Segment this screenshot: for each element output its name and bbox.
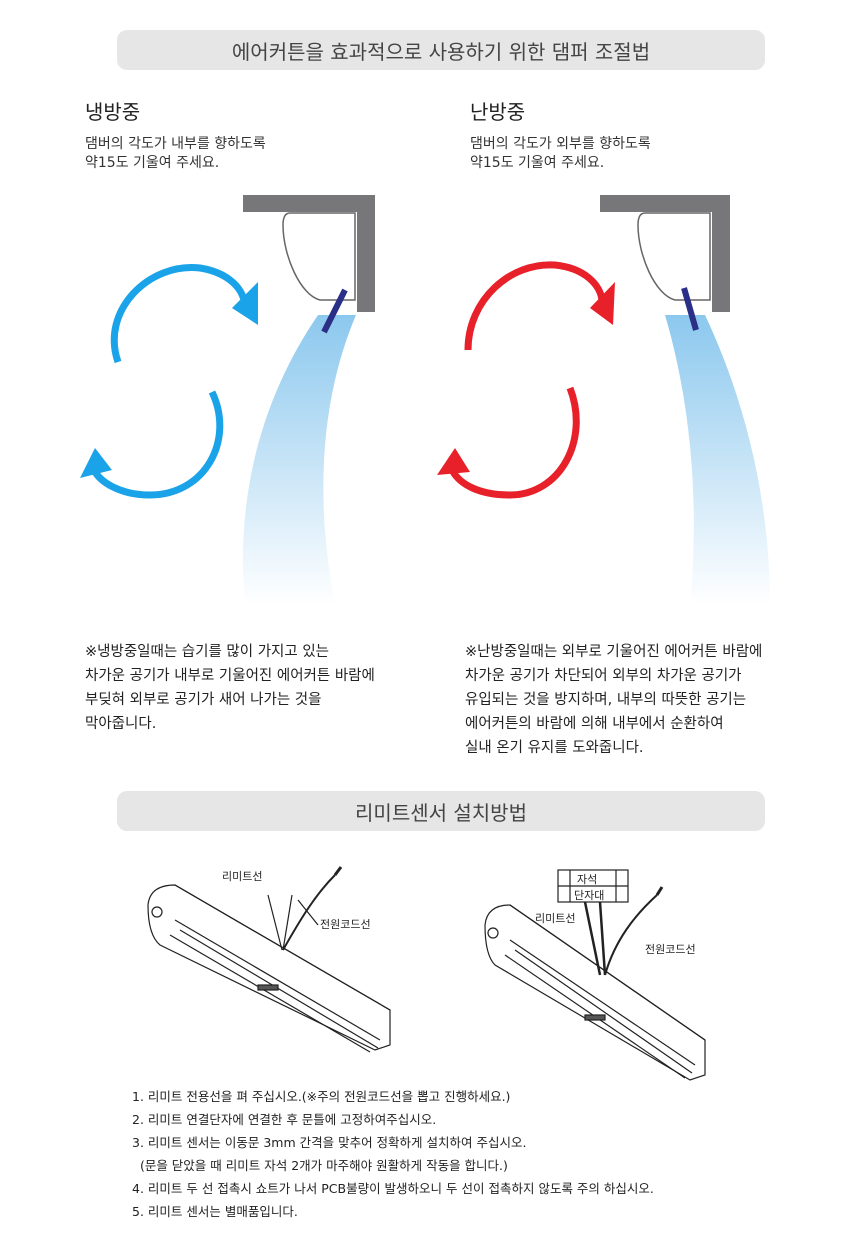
note-line: 실내 온기 유지를 도와줍니다. — [465, 740, 644, 756]
label-limit-wire: 리미트선 — [535, 912, 575, 925]
step-item: 4. 리미트 두 선 접촉시 쇼트가 나서 PCB불량이 발생하오니 두 선이 … — [132, 1181, 654, 1196]
note-line: ※냉방중일때는 습기를 많이 가지고 있는 — [85, 644, 330, 660]
cooling-heading: 냉방중 — [85, 100, 141, 124]
step-item: 5. 리미트 센서는 별매품입니다. — [132, 1204, 298, 1219]
heating-note: ※난방중일때는 외부로 기울어진 에어커튼 바람에 차가운 공기가 차단되어 외… — [465, 640, 762, 760]
desc-line: 댐버의 각도가 내부를 향하도록 — [85, 136, 266, 152]
note-line: 부딪혀 외부로 공기가 새어 나가는 것을 — [85, 692, 322, 708]
circulation-arrow-icon — [90, 264, 248, 499]
cooling-note: ※냉방중일때는 습기를 많이 가지고 있는 차가운 공기가 내부로 기울어진 에… — [85, 640, 375, 736]
step-item: (문을 닫았을 때 리미트 자석 2개가 마주해야 원활하게 작동을 합니다.) — [132, 1158, 508, 1173]
step-item: 3. 리미트 센서는 이동문 3mm 간격을 맞추어 정확하게 설치하여 주십시… — [132, 1135, 527, 1150]
arrowhead-icon — [590, 282, 615, 325]
air-stream — [242, 315, 356, 605]
damper-section-title: 에어커튼을 효과적으로 사용하기 위한 댐퍼 조절법 — [117, 30, 765, 70]
install-diagram-left — [147, 866, 391, 1053]
label-power-cord: 전원코드선 — [645, 943, 696, 956]
note-line: 차가운 공기가 내부로 기울어진 에어커튼 바람에 — [85, 668, 375, 684]
heating-desc: 댐버의 각도가 외부를 향하도록 약15도 기울여 주세요. — [470, 135, 651, 173]
circulation-arrow-icon — [448, 261, 606, 499]
heating-diagram — [437, 195, 770, 605]
install-diagram-right — [484, 869, 706, 1081]
step-item: 1. 리미트 전용선을 펴 주십시오.(※주의 전원코드선을 뽑고 진행하세요.… — [132, 1089, 511, 1104]
desc-line: 댐버의 각도가 외부를 향하도록 — [470, 136, 651, 152]
desc-line: 약15도 기울여 주세요. — [85, 155, 220, 171]
installation-steps: 1. 리미트 전용선을 펴 주십시오.(※주의 전원코드선을 뽑고 진행하세요.… — [132, 1085, 654, 1223]
heating-heading: 난방중 — [470, 100, 526, 124]
cooling-diagram — [80, 195, 375, 605]
label-magnet: 자석 — [577, 873, 597, 886]
note-line: 막아줍니다. — [85, 716, 157, 732]
desc-line: 약15도 기울여 주세요. — [470, 155, 605, 171]
air-stream — [665, 315, 770, 605]
note-line: ※난방중일때는 외부로 기울어진 에어커튼 바람에 — [465, 644, 763, 660]
label-terminal: 단자대 — [574, 889, 604, 902]
cooling-desc: 댐버의 각도가 내부를 향하도록 약15도 기울여 주세요. — [85, 135, 266, 173]
wall — [600, 195, 730, 312]
label-power-cord: 전원코드선 — [320, 918, 371, 931]
step-item: 2. 리미트 연결단자에 연결한 후 문틀에 고정하여주십시오. — [132, 1112, 437, 1127]
air-curtain-unit — [282, 212, 356, 301]
limit-sensor-section-title: 리미트센서 설치방법 — [117, 791, 765, 831]
air-curtain-unit — [637, 212, 711, 301]
arrowhead-icon — [437, 448, 470, 475]
note-line: 유입되는 것을 방지하며, 내부의 따뜻한 공기는 — [465, 692, 747, 708]
arrowhead-icon — [80, 448, 112, 478]
label-limit-wire: 리미트선 — [222, 870, 262, 883]
damper — [321, 288, 348, 334]
arrowhead-icon — [232, 282, 258, 325]
damper — [681, 287, 699, 331]
wall — [243, 195, 375, 312]
note-line: 차가운 공기가 차단되어 외부의 차가운 공기가 — [465, 668, 742, 684]
note-line: 에어커튼의 바람에 의해 내부에서 순환하여 — [465, 716, 724, 732]
